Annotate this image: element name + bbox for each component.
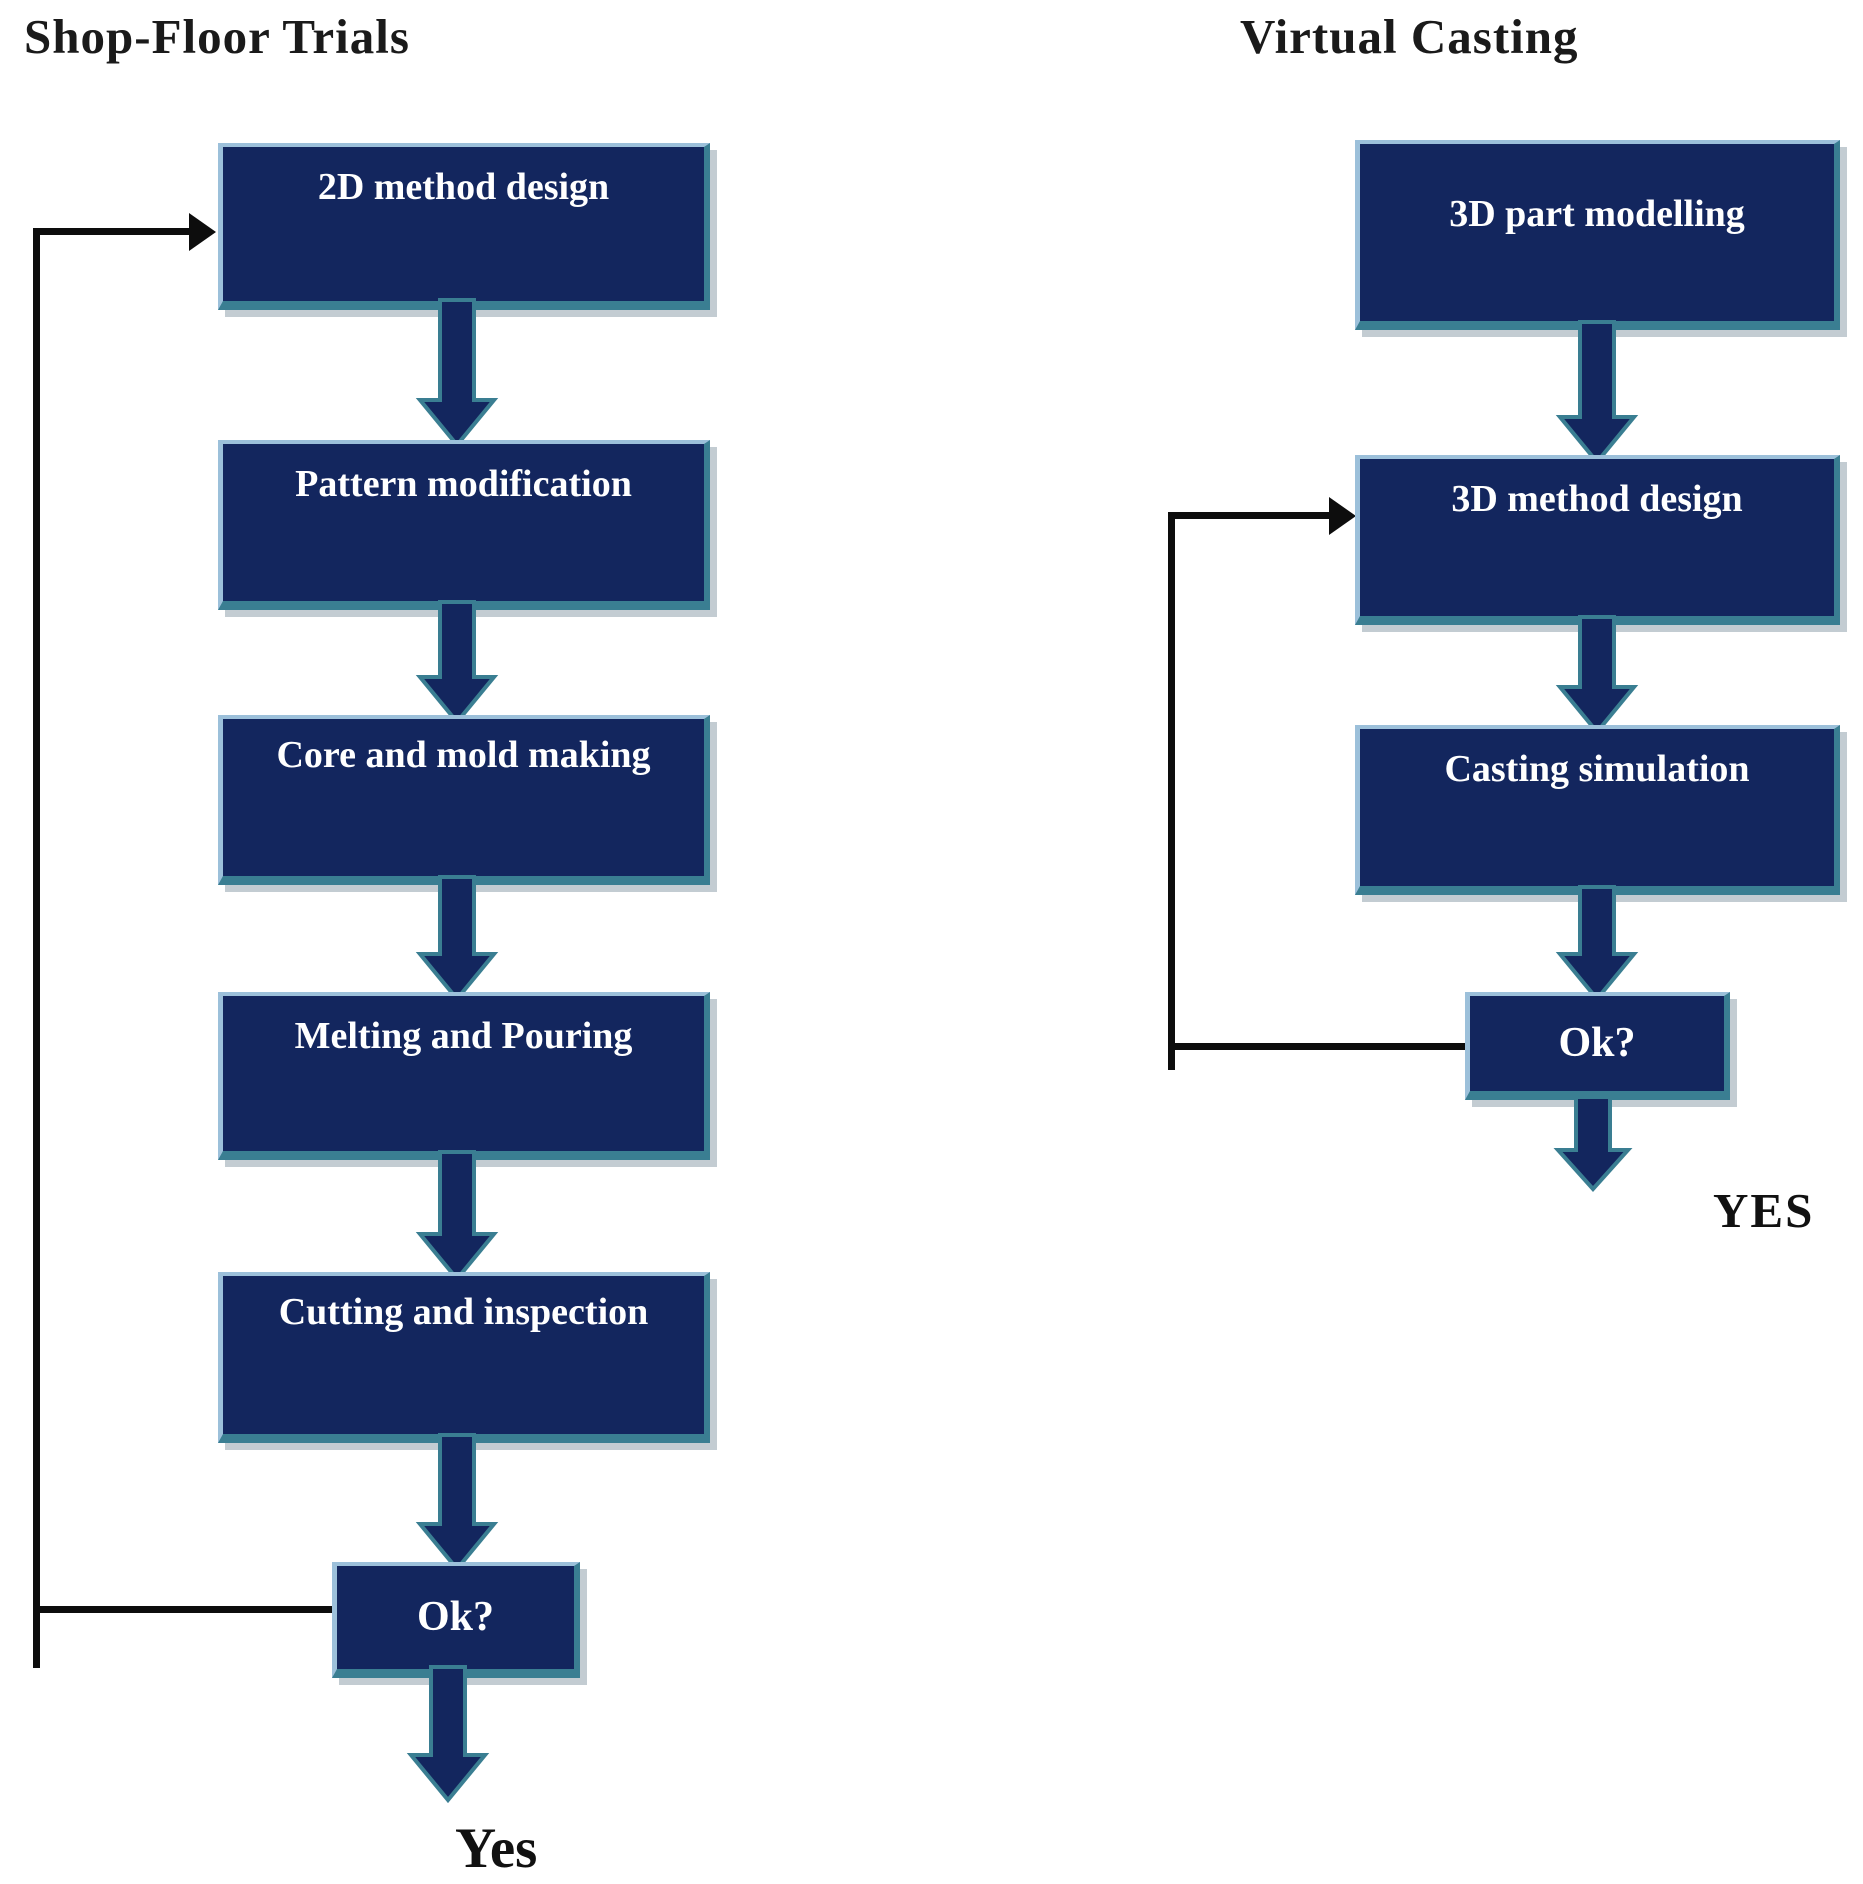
down-block-arrow-icon [415,1433,499,1572]
flow-node-3d-method-design: 3D method design [1355,455,1840,625]
left-feedback-line-top [33,228,191,235]
down-block-arrow-icon [1555,320,1639,465]
flow-node-ok-decision-right: Ok? [1465,992,1730,1100]
flow-node-label: Ok? [1558,1020,1636,1067]
right-feedback-line-bottom [1168,1043,1465,1050]
right-feedback-line-top [1168,512,1331,519]
left-column-title: Shop-Floor Trials [24,9,410,64]
down-block-arrow-icon [415,298,499,448]
down-block-arrow-icon [1555,615,1639,735]
flow-node-label: Casting simulation [1444,748,1750,790]
flow-node-label: Melting and Pouring [294,1015,633,1057]
flow-node-ok-decision-left: Ok? [332,1562,580,1678]
right-exit-yes-label: YES [1713,1183,1815,1238]
left-feedback-arrowhead-icon [189,213,216,251]
flow-node-cutting-and-inspection: Cutting and inspection [218,1272,710,1443]
down-block-arrow-icon [406,1665,490,1803]
flow-node-pattern-modification: Pattern modification [218,440,710,610]
flow-node-label: Cutting and inspection [278,1291,649,1333]
flow-node-casting-simulation: Casting simulation [1355,725,1840,895]
flow-node-2d-method-design: 2D method design [218,143,710,310]
right-feedback-line-vertical [1168,512,1175,1070]
flow-node-melting-and-pouring: Melting and Pouring [218,992,710,1160]
flow-node-label: 3D part modelling [1449,193,1745,235]
flow-node-core-and-mold-making: Core and mold making [218,715,710,885]
right-feedback-arrowhead-icon [1329,497,1356,535]
left-exit-yes-label: Yes [455,1817,538,1880]
down-block-arrow-icon [415,875,499,1002]
down-block-arrow-icon [415,1150,499,1282]
right-column-title: Virtual Casting [1240,9,1579,64]
left-feedback-line-vertical [33,228,40,1668]
down-block-arrow-icon [415,600,499,725]
flow-node-label: Pattern modification [295,463,632,505]
down-block-arrow-icon [1553,1095,1633,1192]
down-block-arrow-icon [1555,885,1639,1002]
flow-node-label: 3D method design [1451,478,1743,520]
flow-node-3d-part-modelling: 3D part modelling [1355,140,1840,330]
flow-node-label: 2D method design [317,166,610,208]
flow-node-label: Core and mold making [276,734,651,776]
flow-node-label: Ok? [416,1594,495,1641]
left-feedback-line-bottom [33,1606,332,1613]
